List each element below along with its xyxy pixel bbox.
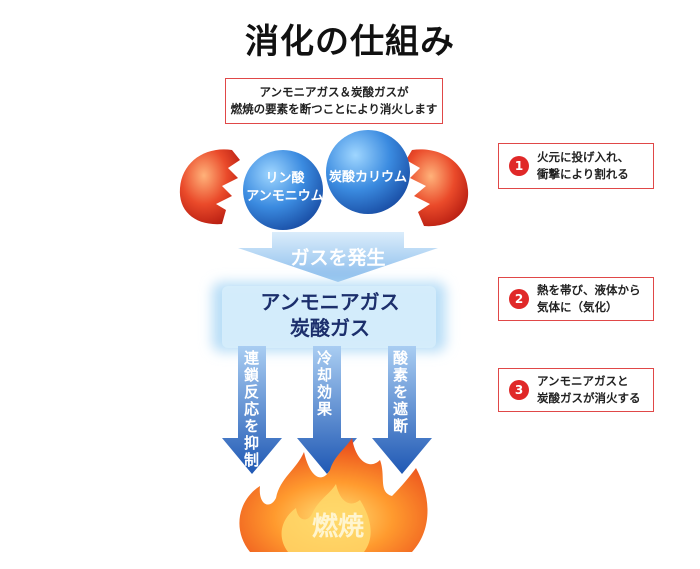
intro-box: アンモニアガス＆炭酸ガスが 燃焼の要素を断つことにより消火します <box>225 78 443 124</box>
effect-arrow-1 <box>222 346 282 474</box>
effect-label-1: 連鎖反応を抑制 <box>242 350 260 469</box>
step-text-1: 火元に投げ入れ、 衝撃により割れる <box>537 149 629 182</box>
step-number-2: 2 <box>509 289 529 309</box>
effect-arrow-3 <box>372 346 432 474</box>
broken-shell-right <box>406 149 469 227</box>
gas-band <box>222 286 436 348</box>
gas-band-line-2: 炭酸ガス <box>290 316 370 340</box>
effect-label-3: 酸素を遮断 <box>391 350 409 435</box>
fire-core <box>281 484 371 552</box>
broken-shell-left <box>179 149 240 225</box>
canister-ball-left <box>243 150 323 230</box>
intro-line-1: アンモニアガス＆炭酸ガスが <box>259 85 409 99</box>
canister-label-right: 炭酸カリウム <box>328 170 407 185</box>
canister-label-left-line-1: リン酸 <box>265 171 305 186</box>
gas-band-line-1: アンモニアガス <box>260 290 400 314</box>
effect-arrow-2 <box>297 346 357 474</box>
gas-band-label: アンモニアガス 炭酸ガス <box>225 289 435 341</box>
step-box-2: 2 熱を帯び、液体から 気体に（気化） <box>498 277 654 321</box>
step-number-1: 1 <box>509 156 529 176</box>
page-title: 消化の仕組み <box>245 22 455 62</box>
step-1-line-1: 火元に投げ入れ、 <box>537 150 630 165</box>
step-text-3: アンモニアガスと 炭酸ガスが消火する <box>537 373 641 406</box>
canister-label-left-line-2: アンモニウム <box>246 188 324 204</box>
gas-arrow-label: ガスを発生 <box>290 247 386 269</box>
step-1-line-2: 衝撃により割れる <box>537 167 629 181</box>
step-2-line-2: 気体に（気化） <box>537 300 618 314</box>
gas-arrow <box>238 232 438 282</box>
step-3-line-2: 炭酸ガスが消火する <box>537 391 641 405</box>
step-2-line-1: 熱を帯び、液体から <box>537 283 641 298</box>
canister-ball-right <box>326 130 410 214</box>
step-number-3: 3 <box>509 380 529 400</box>
fire-label: 燃焼 <box>311 512 364 542</box>
step-text-2: 熱を帯び、液体から 気体に（気化） <box>537 282 641 315</box>
canister-label-left: リン酸 アンモニウム <box>245 170 325 205</box>
step-box-1: 1 火元に投げ入れ、 衝撃により割れる <box>498 143 654 189</box>
intro-line-2: 燃焼の要素を断つことにより消火します <box>230 101 438 116</box>
effect-label-2: 冷却効果 <box>315 350 333 418</box>
step-box-3: 3 アンモニアガスと 炭酸ガスが消火する <box>498 368 654 412</box>
step-3-line-1: アンモニアガスと <box>537 374 629 389</box>
